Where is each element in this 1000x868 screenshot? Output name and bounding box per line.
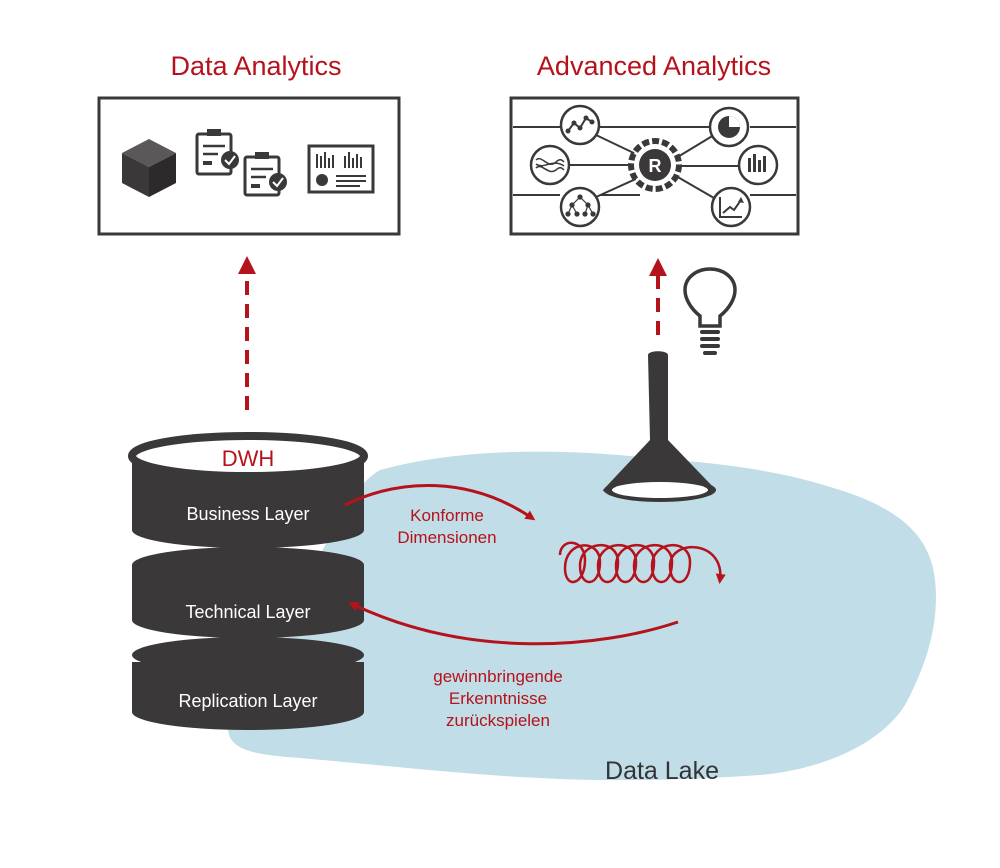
dashed-arrow-up-right — [649, 258, 667, 335]
r-logo-icon: R — [628, 138, 682, 192]
data-lake-label: Data Lake — [605, 757, 719, 785]
advanced-analytics-title: Advanced Analytics — [537, 51, 771, 81]
lightbulb-icon — [683, 267, 737, 355]
flow-arrow-to-lake — [344, 483, 536, 521]
funnel-icon — [603, 351, 716, 502]
flow-from-lake-label-1: gewinnbringende — [433, 667, 563, 686]
flow-arrow-to-dwh — [348, 602, 679, 646]
svg-text:R: R — [649, 156, 662, 176]
clipboard-check-icon — [195, 129, 239, 176]
flow-to-lake-label-2: Dimensionen — [397, 528, 496, 547]
pie-chart-icon — [708, 106, 750, 148]
flow-to-lake-label-1: Konforme — [410, 506, 484, 525]
data-lake-shape — [228, 451, 936, 781]
cube-icon — [122, 139, 176, 197]
trend-chart-icon — [710, 186, 752, 228]
flow-from-lake-label-2: Erkenntnisse — [449, 689, 547, 708]
data-analytics-title: Data Analytics — [170, 51, 341, 81]
flow-from-lake-label-3: zurückspielen — [446, 711, 550, 730]
network-tree-icon — [559, 186, 601, 228]
dashed-arrow-up-left — [238, 256, 256, 410]
replication-layer-label: Replication Layer — [178, 691, 317, 711]
dwh-title: DWH — [222, 446, 275, 471]
wave-chart-icon — [529, 144, 571, 186]
bar-chart-icon — [737, 144, 779, 186]
dwh-database — [128, 432, 368, 730]
processing-spiral — [558, 541, 726, 584]
business-layer-label: Business Layer — [186, 504, 309, 524]
clipboard-check-icon — [243, 152, 287, 197]
dashboard-icon — [307, 144, 375, 194]
technical-layer-label: Technical Layer — [185, 602, 310, 622]
line-graph-icon — [559, 104, 601, 146]
advanced-analytics-network — [513, 126, 796, 199]
